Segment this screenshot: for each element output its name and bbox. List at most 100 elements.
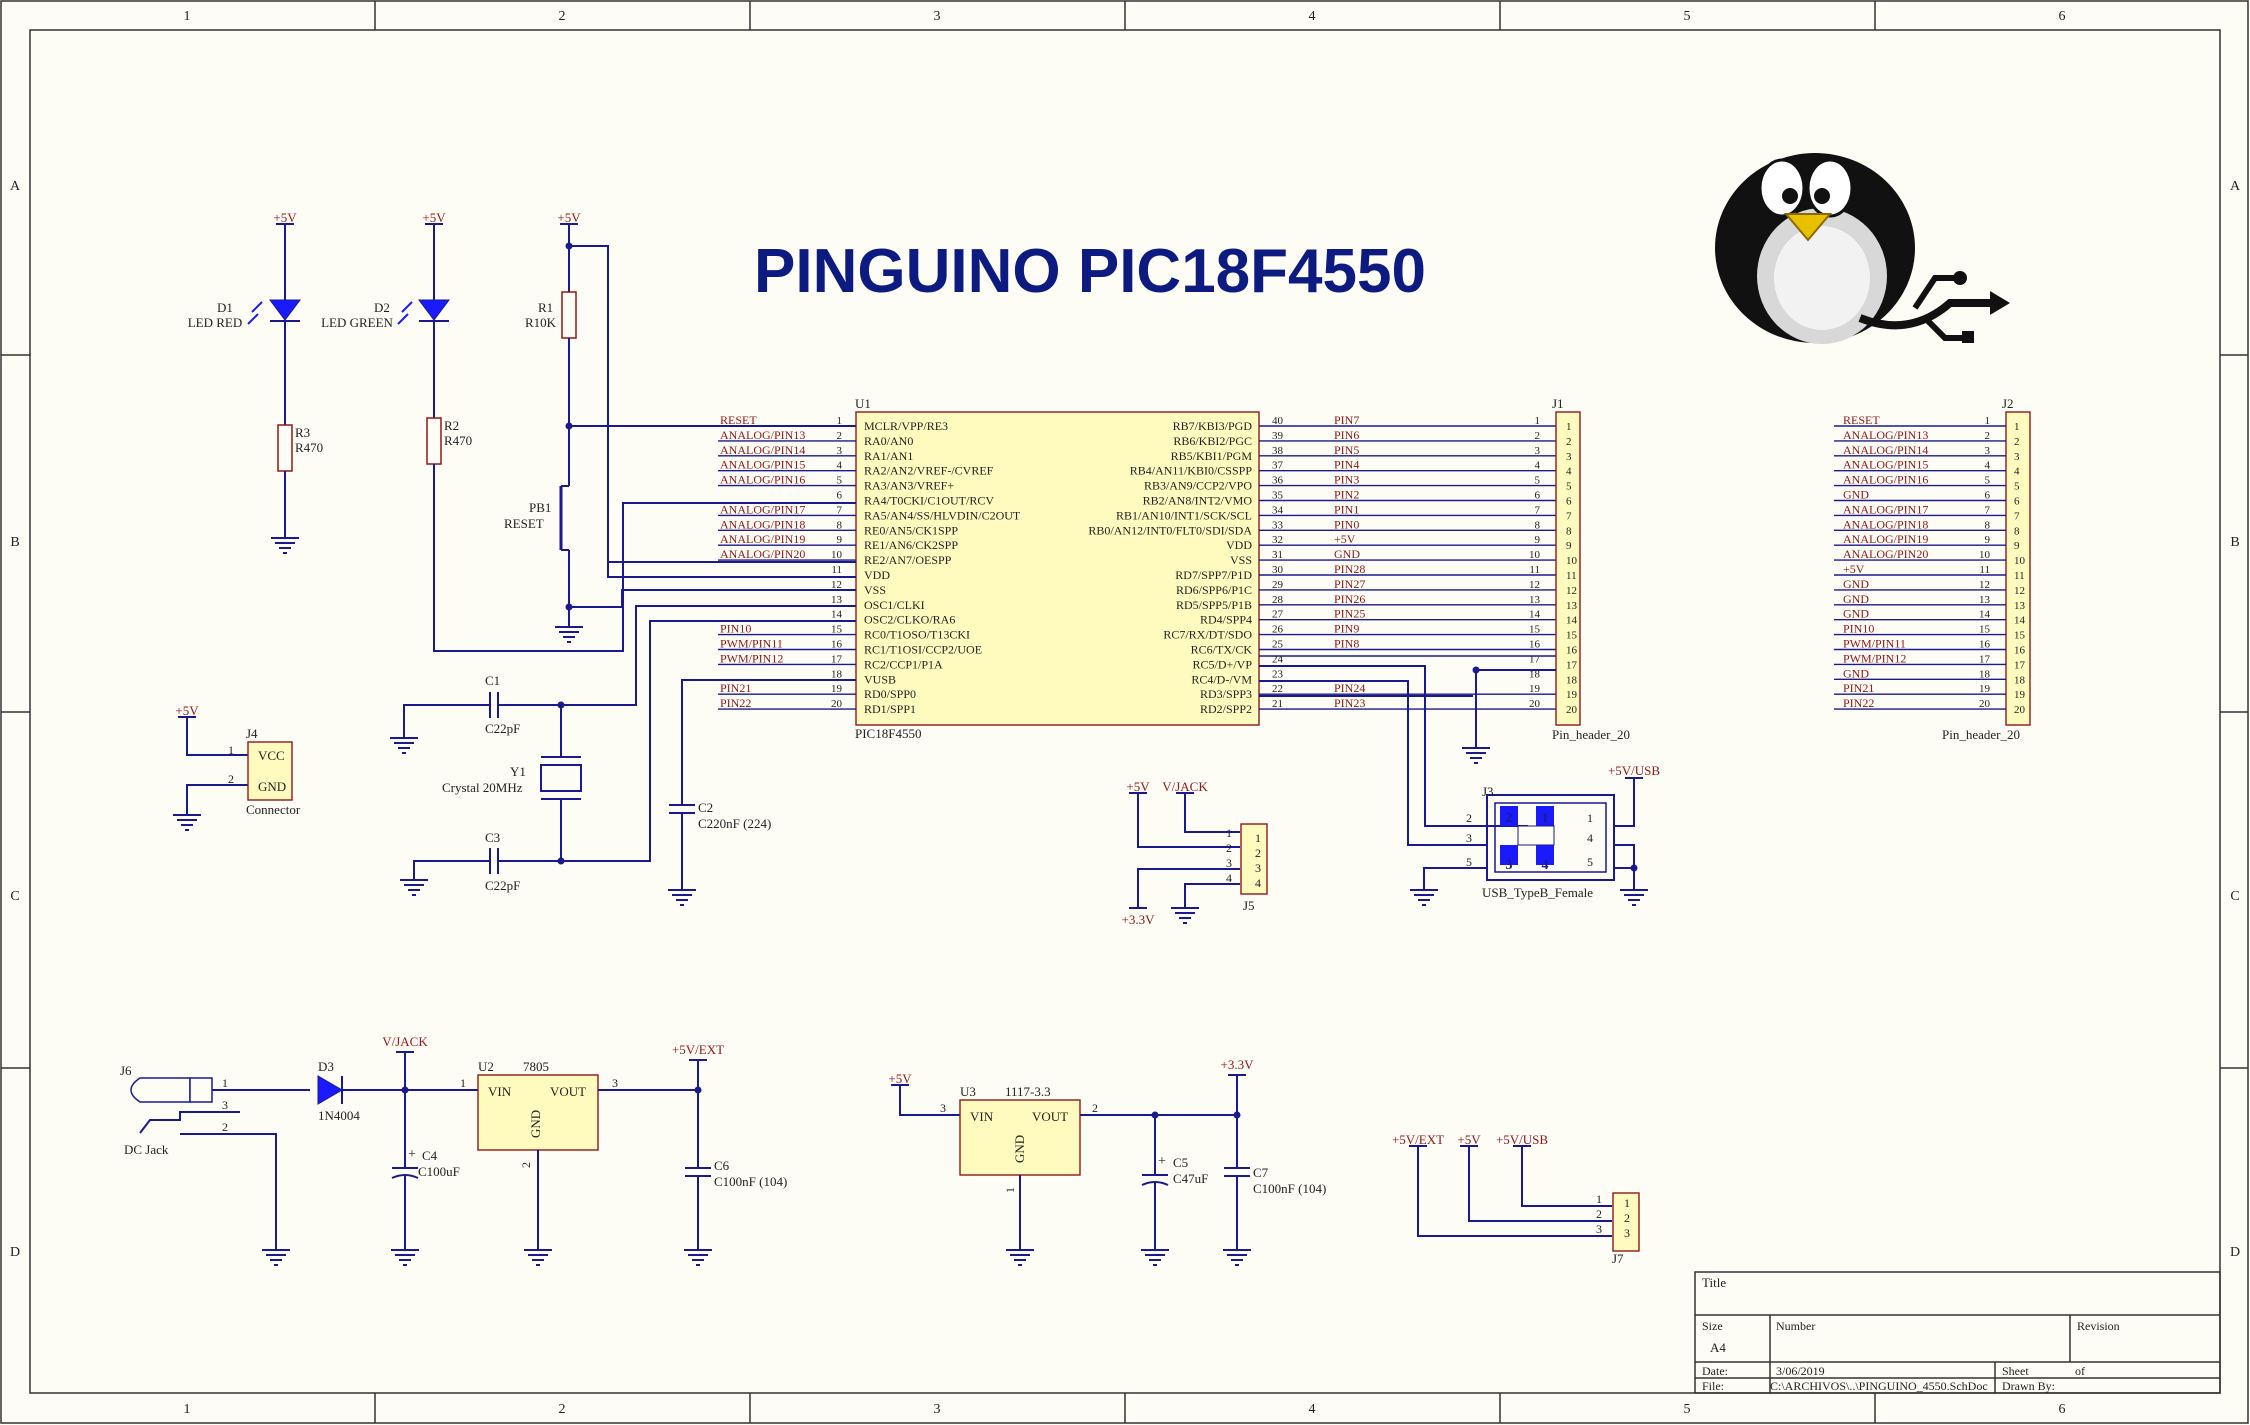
- ground-symbol: [390, 737, 418, 754]
- u1-right-pin-name: RD5/SPP5/P1B: [1176, 598, 1252, 612]
- j1-pin-label: 4: [1566, 466, 1572, 478]
- j1-pin-number: 6: [1535, 490, 1541, 502]
- tb-title-label: Title: [1702, 1275, 1726, 1290]
- u1-right-pin-number: 35: [1272, 490, 1284, 502]
- u1-right-net-label: PIN0: [1334, 517, 1359, 531]
- ground-symbol: [1141, 1249, 1169, 1266]
- u1-left-pin-name: RE0/AN5/CK1SPP: [864, 523, 958, 537]
- j3-pin2: 2: [1466, 811, 1472, 825]
- j2-pin-label: 12: [2014, 585, 2025, 597]
- j1-pin-label: 1: [1566, 421, 1572, 433]
- tb-date-label: Date:: [1702, 1364, 1728, 1378]
- u1-left-pin-number: 16: [831, 639, 843, 651]
- j1-pin-number: 14: [1529, 609, 1541, 621]
- j2-net-label: GND: [1843, 488, 1869, 502]
- j2-net-label: GND: [1843, 592, 1869, 606]
- u1-right-net-label: PIN25: [1334, 607, 1365, 621]
- u3-designator: U3: [960, 1084, 976, 1099]
- u1-left-net-label: ANALOG/PIN16: [720, 473, 805, 487]
- u1-left-pin-number: 5: [837, 475, 843, 487]
- j1-pin-label: 2: [1566, 436, 1572, 448]
- u3-input-net: +5V: [888, 1071, 912, 1086]
- j3-part: USB_TypeB_Female: [1482, 885, 1593, 900]
- u1-left-pin-number: 19: [831, 683, 843, 695]
- j7-inner-pin3: 3: [1624, 1226, 1630, 1240]
- row-label-left-c: C: [10, 889, 19, 904]
- j2-pin-label: 1: [2014, 421, 2020, 433]
- j1-pin-number: 10: [1529, 549, 1541, 561]
- y1-designator: Y1: [510, 764, 526, 779]
- j2-pin-label: 16: [2014, 645, 2026, 657]
- j1-pin-number: 11: [1529, 564, 1540, 576]
- u1-left-net-label: PIN22: [720, 696, 751, 710]
- schematic-title: PINGUINO PIC18F4550: [754, 237, 1426, 306]
- tb-drawn-label: Drawn By:: [2002, 1379, 2055, 1393]
- connector-j4: +5V 1 2 VCC GND J4 Connector: [173, 703, 301, 831]
- j2-pin-label: 15: [2014, 630, 2026, 642]
- u1-left-pin-number: 6: [837, 490, 843, 502]
- u1-right-pin-name: RB5/KBI1/PGM: [1171, 449, 1253, 463]
- connector-j5: +5V V/JACK +3.3V 1 2 3 4 1 2 3 4 J5: [1122, 779, 1268, 927]
- c1-designator: C1: [485, 673, 500, 688]
- j2-pin-label: 18: [2014, 674, 2026, 686]
- u1-right-pin-name: RC5/D+/VP: [1193, 657, 1253, 671]
- u1-left-net-label: ANALOG/PIN17: [720, 502, 805, 516]
- j2-pin-label: 20: [2014, 704, 2026, 716]
- r3-value: R470: [295, 440, 323, 455]
- j1-pin-label: 12: [1566, 585, 1577, 597]
- row-label-right-c: C: [2230, 889, 2239, 904]
- j2-pin-number: 4: [1985, 460, 1991, 472]
- u1-right-pin-number: 23: [1272, 668, 1284, 680]
- u1-right-pin-number: 40: [1272, 415, 1284, 427]
- u1-right-pin-name: RC7/RX/DT/SDO: [1163, 628, 1252, 642]
- j5-net-5v: +5V: [1126, 779, 1150, 794]
- j1-pin-label: 13: [1566, 600, 1578, 612]
- j2-pin-number: 7: [1985, 504, 1991, 516]
- u3-pin1: 1: [1003, 1187, 1017, 1193]
- j3-pin4: 4: [1587, 831, 1593, 845]
- d3-part: 1N4004: [318, 1108, 360, 1123]
- j6-designator: J6: [120, 1063, 132, 1078]
- u1-left-pin-number: 20: [831, 698, 843, 710]
- u1-left-net-label: ANALOG/PIN19: [720, 532, 805, 546]
- j2-pin-number: 17: [1979, 653, 1991, 665]
- c3-value: C22pF: [485, 878, 520, 893]
- ground-symbol: [1223, 1249, 1251, 1266]
- j2-net-label: ANALOG/PIN16: [1843, 473, 1928, 487]
- u1-left-pin-name: RE1/AN6/CK2SPP: [864, 538, 958, 552]
- j2-pin-number: 5: [1985, 475, 1991, 487]
- reset-circuit: +5V R1 R10K PB1 RESET: [504, 210, 856, 643]
- j7-inner-pin2: 2: [1624, 1211, 1630, 1225]
- j1-pin-label: 7: [1566, 510, 1572, 522]
- j5-inner-pin4: 4: [1255, 876, 1261, 890]
- u1-right-pin-number: 27: [1272, 609, 1284, 621]
- j2-pin-number: 3: [1985, 445, 1991, 457]
- j3-pin5-left: 5: [1466, 855, 1472, 869]
- j2-net-label: +5V: [1843, 562, 1865, 576]
- j1-pin-number: 8: [1535, 519, 1541, 531]
- j2-net-label: GND: [1843, 577, 1869, 591]
- ground-symbol: [524, 1249, 552, 1266]
- j2-net-label: PIN10: [1843, 622, 1874, 636]
- j2-pin-label: 19: [2014, 689, 2026, 701]
- u1-right-pin-name: RB3/AN9/CCP2/VPO: [1144, 479, 1252, 493]
- tb-file-label: File:: [1702, 1379, 1724, 1393]
- r2-designator: R2: [444, 418, 459, 433]
- j5-pin2: 2: [1226, 841, 1232, 855]
- j2-net-label: GND: [1843, 607, 1869, 621]
- c5-value: C47uF: [1173, 1171, 1208, 1186]
- r1-designator: R1: [538, 300, 553, 315]
- u1-left-pin-number: 2: [837, 430, 843, 442]
- u1-left-net-label: ANALOG/PIN14: [720, 443, 805, 457]
- tb-revision-label: Revision: [2077, 1319, 2120, 1333]
- u1-right-net-label: PIN9: [1334, 622, 1359, 636]
- j1-pin-label: 14: [1566, 615, 1578, 627]
- j2-net-label: PWM/PIN11: [1843, 637, 1906, 651]
- ground-symbol: [1006, 1249, 1034, 1266]
- u1-right-net-label: +5V: [1334, 532, 1356, 546]
- j2-pin-number: 6: [1985, 490, 1991, 502]
- u1-right-pin-name: RB4/AN11/KBI0/CSSPP: [1130, 464, 1253, 478]
- c5-designator: C5: [1173, 1155, 1188, 1170]
